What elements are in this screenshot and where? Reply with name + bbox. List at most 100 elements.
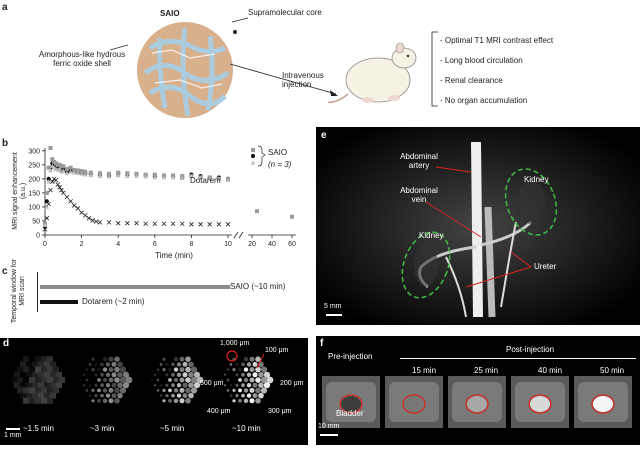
core-label: Supramolecular core [248,8,322,17]
dotarem-point [79,210,84,215]
phantom-well [162,399,166,403]
phantom-voxel [35,377,41,383]
size-100: 100 μm [265,347,289,354]
phantom-well [182,361,188,367]
phantom-well [154,384,156,387]
saio-window-bar [40,285,230,289]
saio-point [207,176,212,181]
phantom-voxel [38,361,44,368]
dotarem-point [53,177,59,183]
dotarem-point [57,185,62,190]
phantom-well [258,382,264,388]
phantom-voxel [29,366,35,373]
phantom-well [249,377,255,383]
phantom-voxel [17,387,23,394]
phantom-well [108,387,114,393]
saio-point [61,164,66,169]
dotarem-point [189,222,194,227]
phantom-well [255,377,261,383]
saio-point [161,175,167,180]
phantom-well [196,376,204,384]
phantom-voxel [38,382,44,389]
phantom-well [252,382,258,388]
phantom-voxel [41,387,47,394]
phantom-voxel [41,377,47,383]
phantom-well [94,373,98,377]
dotarem-point [59,187,64,193]
phantom-well [224,373,226,376]
shell-label: Amorphous-like hydrous ferric oxide shel… [38,50,126,68]
phantom-well [125,376,133,384]
dotarem-point [71,203,77,208]
saio-point [143,174,148,179]
phantom-well [114,398,120,404]
size-1000: 1,000 μm [220,340,250,347]
dotarem-point [61,190,66,196]
phantom-well [260,376,268,384]
phantom-voxel [26,382,32,389]
phantom-voxel [47,356,53,363]
phantom-well [255,356,261,362]
phantom-well [173,367,179,372]
phantom-well [182,393,188,399]
bladder-outline [465,394,489,414]
phantom-well [102,398,108,403]
phantom-well [235,373,239,377]
phantom-well [241,383,245,388]
phantom-voxel [23,387,29,394]
bladder-image-series [322,376,632,428]
phantom-well [102,357,108,362]
phantom-voxel [56,382,62,389]
window-axis [37,272,38,312]
phantom-voxel [47,366,53,373]
phantom-well [249,398,255,404]
phantom-voxel [35,366,41,373]
label-kidney-right: Kidney [524,175,549,184]
phantom-well [97,378,101,382]
phantom-well [176,372,182,377]
dotarem-point [225,222,231,227]
phantom-well [263,371,271,378]
phantom-well [190,376,198,384]
phantom-voxel [38,371,44,378]
phantom-well [252,393,258,399]
phantom-voxel [47,397,53,404]
phantom-well [193,371,201,378]
bladder-outline [402,394,426,414]
phantom-well [105,383,111,388]
phantom-well [260,387,268,394]
phantom-well [100,393,104,398]
legend-dotarem: Dotarem [190,176,221,185]
dotarem-point [90,218,95,223]
phantom-well [266,376,274,384]
saio-point [64,170,70,176]
phantom-well [108,367,114,373]
abdominal-mra-image [316,127,640,325]
saio-point [107,171,112,176]
phantom-well [179,367,185,373]
saio-point [83,169,88,174]
panel-e-letter: e [321,130,327,141]
saio-point [57,166,62,171]
phantom-well [171,372,175,377]
phantom-well [102,388,108,393]
phantom-voxel [29,377,35,383]
phantom-well [117,392,123,399]
bladder-signal [593,396,613,412]
phantom-voxel [59,377,65,383]
phantom-voxel [38,392,44,399]
phantom-well [117,382,123,388]
saio-point [97,171,102,176]
x-tick-label: 20 [248,241,256,248]
saio-point [152,175,158,180]
phantom-well [229,363,233,366]
dotarem-point [48,187,53,193]
phantom-well [252,372,258,378]
phantom-well [114,356,120,362]
supramolecular-core [143,27,230,117]
saio-point [216,176,222,181]
phantom-well [232,388,236,392]
phantom-well [88,363,92,366]
phantom-voxel [26,361,32,368]
dotarem-point [55,182,61,187]
